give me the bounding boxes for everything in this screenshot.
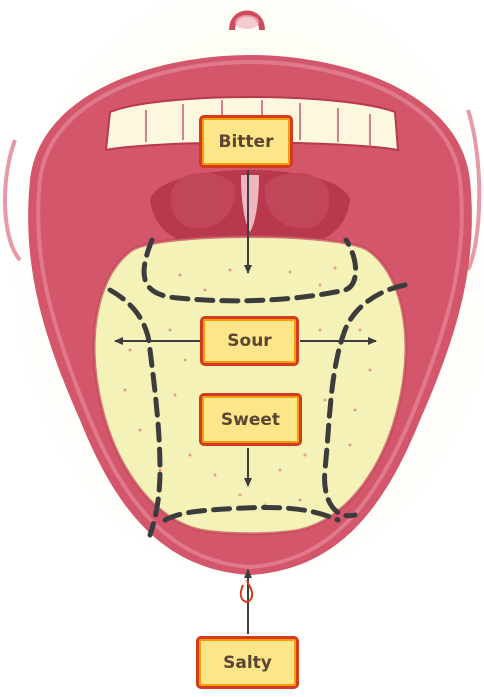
salty-label: Salty bbox=[223, 653, 272, 673]
sour-label-box: Sour bbox=[200, 316, 299, 366]
bitter-label: Bitter bbox=[219, 132, 274, 152]
sweet-label: Sweet bbox=[221, 410, 280, 430]
salty-label-box: Salty bbox=[196, 636, 299, 689]
sweet-label-box: Sweet bbox=[199, 393, 302, 446]
bitter-label-box: Bitter bbox=[199, 115, 293, 168]
chin-shadow bbox=[235, 15, 259, 29]
sour-label: Sour bbox=[227, 331, 271, 351]
